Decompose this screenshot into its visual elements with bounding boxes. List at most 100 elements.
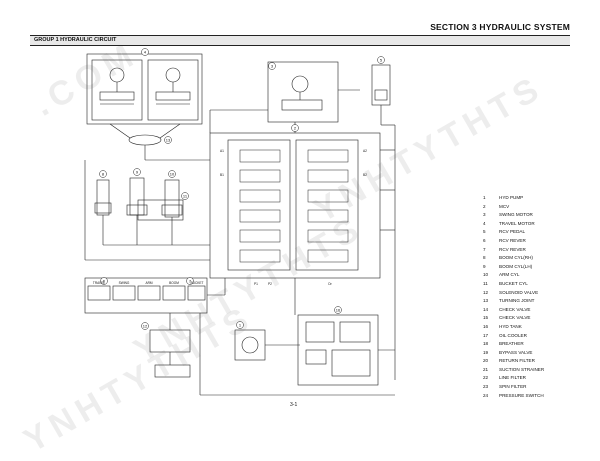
legend-item: 14 CHECK VALVE — [483, 306, 593, 315]
callout-13: 13 — [166, 138, 171, 143]
legend-label: BREATHER — [499, 341, 524, 347]
legend-number: 9 — [483, 263, 486, 269]
turning-joint — [109, 123, 181, 160]
legend-label: RCV REVER — [499, 246, 526, 252]
legend-number: 22 — [483, 375, 489, 381]
legend-number: 4 — [483, 220, 486, 226]
legend-number: 13 — [483, 298, 489, 304]
legend-label: SUCTION STRAINER — [499, 366, 545, 372]
legend-number: 8 — [483, 255, 486, 261]
rcv-bank — [84, 277, 226, 314]
rcv-label-travel: TRAVEL — [93, 281, 105, 285]
hydraulic-tank — [294, 278, 395, 386]
legend-label: BUCKET CYL — [499, 280, 528, 286]
legend-label: SPIN FILTER — [499, 384, 527, 390]
legend-label: RCV REVER — [499, 237, 526, 243]
legend-number: 3 — [483, 212, 486, 218]
rcv-label-arm: ARM — [145, 281, 152, 285]
legend-label: RCV PEDAL — [499, 229, 526, 235]
legend-label: RETURN FILTER — [499, 358, 535, 364]
legend-label: BOOM CYL(RH) — [499, 255, 533, 261]
port-p1: P1 — [254, 282, 258, 286]
legend-item: 20 RETURN FILTER — [483, 357, 593, 366]
callout-9: 9 — [136, 170, 139, 175]
legend-label: TURNING JOINT — [499, 298, 535, 304]
legend-item: 1 HYD PUMP — [483, 194, 593, 203]
port-p2: P2 — [268, 282, 272, 286]
legend-label: HYD PUMP — [499, 195, 524, 200]
legend-number: 15 — [483, 315, 489, 321]
legend-label: TRAVEL MOTOR — [499, 220, 535, 226]
legend-number: 23 — [483, 384, 489, 390]
legend-item: 3 SWING MOTOR — [483, 211, 593, 220]
callout-16: 16 — [336, 308, 341, 313]
legend-item: 2 MCV — [483, 203, 593, 212]
page-number: 3-1 — [290, 402, 298, 408]
legend-number: 7 — [483, 246, 486, 252]
callout-4: 4 — [144, 50, 147, 55]
legend-item: 24 PRESSURE SWITCH — [483, 392, 593, 401]
legend-item: 5 RCV PEDAL — [483, 228, 593, 237]
port-b2: B2 — [363, 173, 367, 177]
callout-7: 7 — [189, 279, 192, 284]
hydraulic-schematic: 4 13 3 5 8 9 10 11 2 1 16 12 6 7 TRAVEL … — [84, 48, 396, 396]
callout-8: 8 — [102, 172, 105, 177]
legend-label: ARM CYL — [499, 272, 520, 278]
legend-number: 18 — [483, 341, 489, 347]
legend-item: 15 CHECK VALVE — [483, 314, 593, 323]
legend-number: 12 — [483, 289, 489, 295]
port-b1: B1 — [220, 173, 224, 177]
legend-label: PRESSURE SWITCH — [499, 392, 544, 398]
legend-number: 19 — [483, 349, 489, 355]
callout-6: 6 — [103, 279, 106, 284]
legend-number: 17 — [483, 332, 489, 338]
legend-number: 16 — [483, 323, 489, 329]
legend-number: 1 — [483, 195, 486, 200]
solenoid-valve — [149, 313, 191, 378]
travel-motor-block — [86, 53, 203, 125]
callout-11: 11 — [183, 194, 188, 199]
port-a1: A1 — [220, 149, 224, 153]
legend-item: 7 RCV REVER — [483, 246, 593, 255]
legend-label: CHECK VALVE — [499, 315, 531, 321]
legend-item: 9 BOOM CYL(LH) — [483, 263, 593, 272]
legend-item: 19 BYPASS VALVE — [483, 349, 593, 358]
group-title: GROUP 1 HYDRAULIC CIRCUIT — [34, 37, 117, 43]
port-a2: A2 — [363, 149, 367, 153]
legend-item: 10 ARM CYL — [483, 271, 593, 280]
rcv-label-swing: SWING — [119, 281, 130, 285]
legend-number: 20 — [483, 358, 489, 364]
legend-label: CHECK VALVE — [499, 306, 531, 312]
legend-label: SWING MOTOR — [499, 212, 533, 218]
callout-10: 10 — [170, 172, 175, 177]
legend-label: BOOM CYL(LH) — [499, 263, 533, 269]
legend-label: HYD TANK — [499, 323, 522, 329]
main-control-valve — [209, 109, 395, 279]
legend-label: LINE FILTER — [499, 375, 526, 381]
legend-number: 14 — [483, 306, 489, 312]
legend-label: SOLENOID VALVE — [499, 289, 539, 295]
legend-number: 2 — [483, 203, 486, 209]
pilot-block — [371, 64, 396, 380]
legend-number: 10 — [483, 272, 489, 278]
legend-label: BYPASS VALVE — [499, 349, 533, 355]
legend-number: 11 — [483, 280, 488, 286]
rcv-label-boom: BOOM — [169, 281, 179, 285]
cylinder-block — [94, 177, 210, 246]
swing-motor-block — [267, 61, 360, 123]
legend-item: 16 HYD TANK — [483, 323, 593, 332]
legend-number: 5 — [483, 229, 486, 235]
legend-item: 8 BOOM CYL(RH) — [483, 254, 593, 263]
legend-item: 22 LINE FILTER — [483, 374, 593, 383]
legend-label: OIL COOLER — [499, 332, 527, 338]
legend-item: 4 TRAVEL MOTOR — [483, 220, 593, 229]
legend-item: 23 SPIN FILTER — [483, 383, 593, 392]
legend-number: 24 — [483, 392, 489, 398]
legend-item: 12 SOLENOID VALVE — [483, 289, 593, 298]
legend-item: 11 BUCKET CYL — [483, 280, 593, 289]
callout-18: 5 — [380, 58, 383, 63]
legend-label: MCV — [499, 203, 510, 209]
